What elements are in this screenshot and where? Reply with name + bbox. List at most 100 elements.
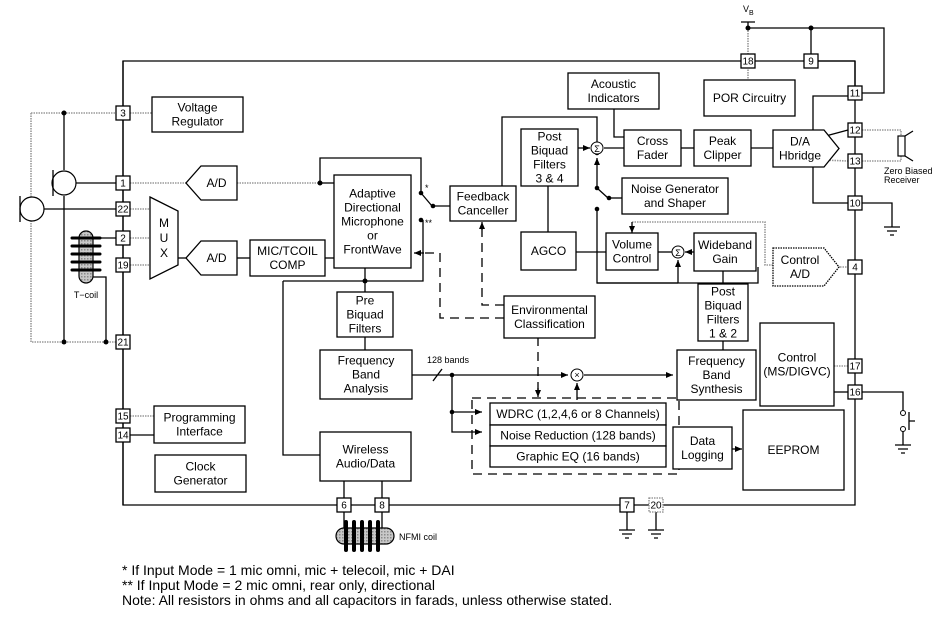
- block-label: Clipper: [703, 148, 741, 162]
- switch-star-1: *: [425, 183, 429, 193]
- svg-text:6: 6: [341, 501, 347, 512]
- svg-text:11: 11: [850, 89, 861, 100]
- block-label: Voltage: [177, 101, 217, 115]
- block-label: Generator: [173, 474, 227, 488]
- agco-block: AGCO: [520, 231, 577, 271]
- pin-10: 10: [847, 195, 863, 211]
- supply-label: VB: [743, 4, 754, 17]
- summing-node-1: Σ: [590, 141, 604, 155]
- block-label: M: [159, 216, 169, 230]
- pin-16: 16: [847, 384, 863, 400]
- nfmi-coil-label: NFMI coil: [399, 532, 437, 542]
- svg-text:1: 1: [120, 179, 126, 190]
- block-label: Volume: [612, 238, 652, 252]
- svg-text:12: 12: [849, 126, 861, 137]
- block-label: Analysis: [344, 382, 389, 396]
- block-label: or: [367, 229, 378, 243]
- block-label: Regulator: [171, 115, 223, 129]
- block-label: Logging: [681, 448, 724, 462]
- block-label: Filters: [349, 322, 382, 336]
- block-label: FrontWave: [343, 243, 402, 257]
- block-label: MIC/TCOIL: [257, 244, 318, 258]
- block-label: Classification: [514, 317, 585, 331]
- pin-7: 7: [619, 497, 635, 513]
- svg-text:22: 22: [117, 205, 129, 216]
- pin-21: 21: [115, 334, 131, 350]
- block-label: Feedback: [457, 190, 511, 204]
- block-label: AGCO: [531, 244, 566, 258]
- svg-text:13: 13: [849, 157, 861, 168]
- block-label: Wireless: [342, 443, 388, 457]
- block-label: Audio/Data: [336, 457, 396, 471]
- block-label: Noise Generator: [631, 182, 719, 196]
- pin-13: 13: [847, 153, 863, 169]
- block-label: Cross: [637, 134, 668, 148]
- block-label: Graphic EQ (16 bands): [516, 450, 639, 464]
- note-2: ** If Input Mode = 2 mic omni, rear only…: [122, 577, 435, 593]
- block-label: X: [160, 246, 168, 260]
- note-1: * If Input Mode = 1 mic omni, mic + tele…: [122, 562, 455, 578]
- nfmi-coil-icon: [335, 512, 395, 552]
- svg-text:2: 2: [120, 234, 126, 245]
- pin-14: 14: [115, 427, 131, 443]
- receiver-label-1: Zero Biased: [884, 166, 933, 176]
- microphone-2-icon: [19, 196, 45, 222]
- multiplier-node: ×: [570, 368, 584, 382]
- block-label: Clock: [185, 460, 216, 474]
- svg-text:19: 19: [117, 261, 129, 272]
- block-label: A/D: [206, 176, 226, 190]
- pin-15: 15: [115, 408, 131, 424]
- svg-text:7: 7: [624, 501, 630, 512]
- left-external-wiring: [30, 110, 116, 345]
- block-label: Wideband: [698, 238, 752, 252]
- pin-22: 22: [115, 201, 131, 217]
- svg-text:15: 15: [117, 412, 129, 423]
- block-label: EEPROM: [767, 443, 819, 457]
- pin-2: 2: [115, 230, 131, 246]
- block-label: Interface: [176, 425, 223, 439]
- por-circuitry-block: POR Circuitry: [703, 79, 796, 117]
- svg-text:17: 17: [849, 362, 861, 373]
- svg-text:4: 4: [852, 263, 858, 274]
- pin-3: 3: [115, 105, 131, 121]
- block-label: Biquad: [531, 144, 568, 158]
- block-label: Control: [613, 252, 652, 266]
- graphic-eq-block: Graphic EQ (16 bands): [489, 445, 667, 468]
- eeprom-block: EEPROM: [742, 409, 845, 491]
- block-label: Acoustic: [591, 77, 636, 91]
- block-label: Filters: [533, 158, 566, 172]
- block-label: Frequency: [688, 354, 745, 368]
- block-label: Pre: [356, 294, 375, 308]
- block-label: and Shaper: [644, 196, 706, 210]
- block-label: Synthesis: [690, 382, 742, 396]
- block-label: Canceller: [458, 204, 509, 218]
- svg-text:18: 18: [742, 57, 754, 68]
- block-label: Peak: [709, 134, 737, 148]
- pin-17: 17: [847, 358, 863, 374]
- bands-label: 128 bands: [427, 355, 470, 365]
- pin-9: 9: [803, 53, 819, 69]
- pin-20: 20: [648, 497, 664, 513]
- block-label: Microphone: [341, 215, 404, 229]
- tcoil-icon: [70, 230, 102, 284]
- block-label: Control: [778, 351, 817, 365]
- block-label: Band: [702, 368, 730, 382]
- footnotes: * If Input Mode = 1 mic omni, mic + tele…: [122, 563, 612, 608]
- svg-text:3: 3: [120, 109, 126, 120]
- block-label: Indicators: [587, 91, 639, 105]
- mux-block: MUX: [149, 195, 179, 281]
- tcoil-label: T−coil: [74, 290, 98, 300]
- block-label: Programming: [163, 411, 235, 425]
